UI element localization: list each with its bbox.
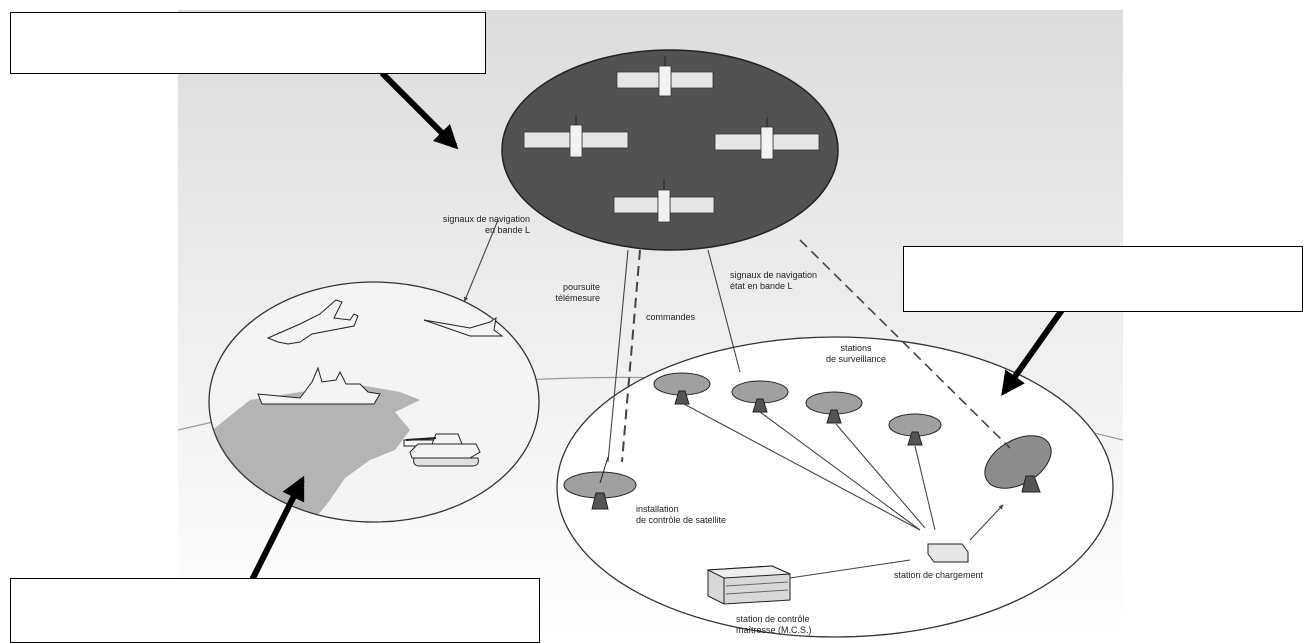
diagram-labels: signaux de navigation en bande L poursui… [443, 214, 984, 635]
label-monitoring-stations: stations [840, 343, 872, 353]
answer-box-right-text [904, 247, 1302, 259]
tank-icon [403, 433, 481, 467]
answer-box-bottom-left[interactable] [10, 578, 540, 643]
label-upload-station: station de chargement [894, 570, 984, 580]
space-segment-ellipse [501, 49, 839, 251]
label-master-station: station de contrôle [736, 614, 810, 624]
jet-icon [423, 316, 504, 337]
answer-box-top-left[interactable] [10, 12, 486, 74]
label-nav-signals-left-band: en bande L [485, 225, 530, 235]
signal-lines [464, 219, 1011, 579]
monitoring-dish-icon [653, 372, 711, 405]
label-monitoring: de surveillance [826, 354, 886, 364]
label-satellite-control: de contrôle de satellite [636, 515, 726, 525]
ship-icon [257, 366, 381, 405]
satellite-icon [523, 115, 629, 158]
arrow-to-control-segment [1001, 308, 1065, 396]
monitoring-dish-icon [805, 391, 863, 424]
label-tracking: poursuite [563, 282, 600, 292]
label-master-station-mcs: maîtresse (M.C.S.) [736, 625, 812, 635]
user-segment [208, 281, 540, 523]
label-nav-signals-right: signaux de navigation [730, 270, 817, 280]
arrow-to-user-segment [245, 475, 305, 590]
label-nav-status: état en bande L [730, 281, 793, 291]
satellite-icon [616, 56, 714, 97]
label-control-install: installation [636, 504, 679, 514]
arrow-to-space-segment [379, 70, 459, 150]
answer-box-bottom-left-text [11, 579, 539, 591]
answer-box-right[interactable] [903, 246, 1303, 312]
monitoring-dish-icon [731, 380, 789, 413]
label-commands: commandes [646, 312, 696, 322]
airplane-icon [266, 299, 359, 345]
label-telemetry: télémesure [555, 293, 600, 303]
satellite-icon [714, 117, 820, 160]
answer-box-top-left-text [11, 13, 485, 25]
satellite-control-dish-icon [563, 456, 637, 510]
pointer-arrows [245, 70, 1065, 590]
label-nav-signals-left: signaux de navigation [443, 214, 530, 224]
satellite-icon [613, 180, 715, 223]
monitoring-dish-icon [888, 413, 942, 446]
master-control-station-icon [706, 565, 791, 605]
ground-antenna-dish-icon [984, 435, 1052, 493]
upload-station-icon [927, 543, 969, 563]
